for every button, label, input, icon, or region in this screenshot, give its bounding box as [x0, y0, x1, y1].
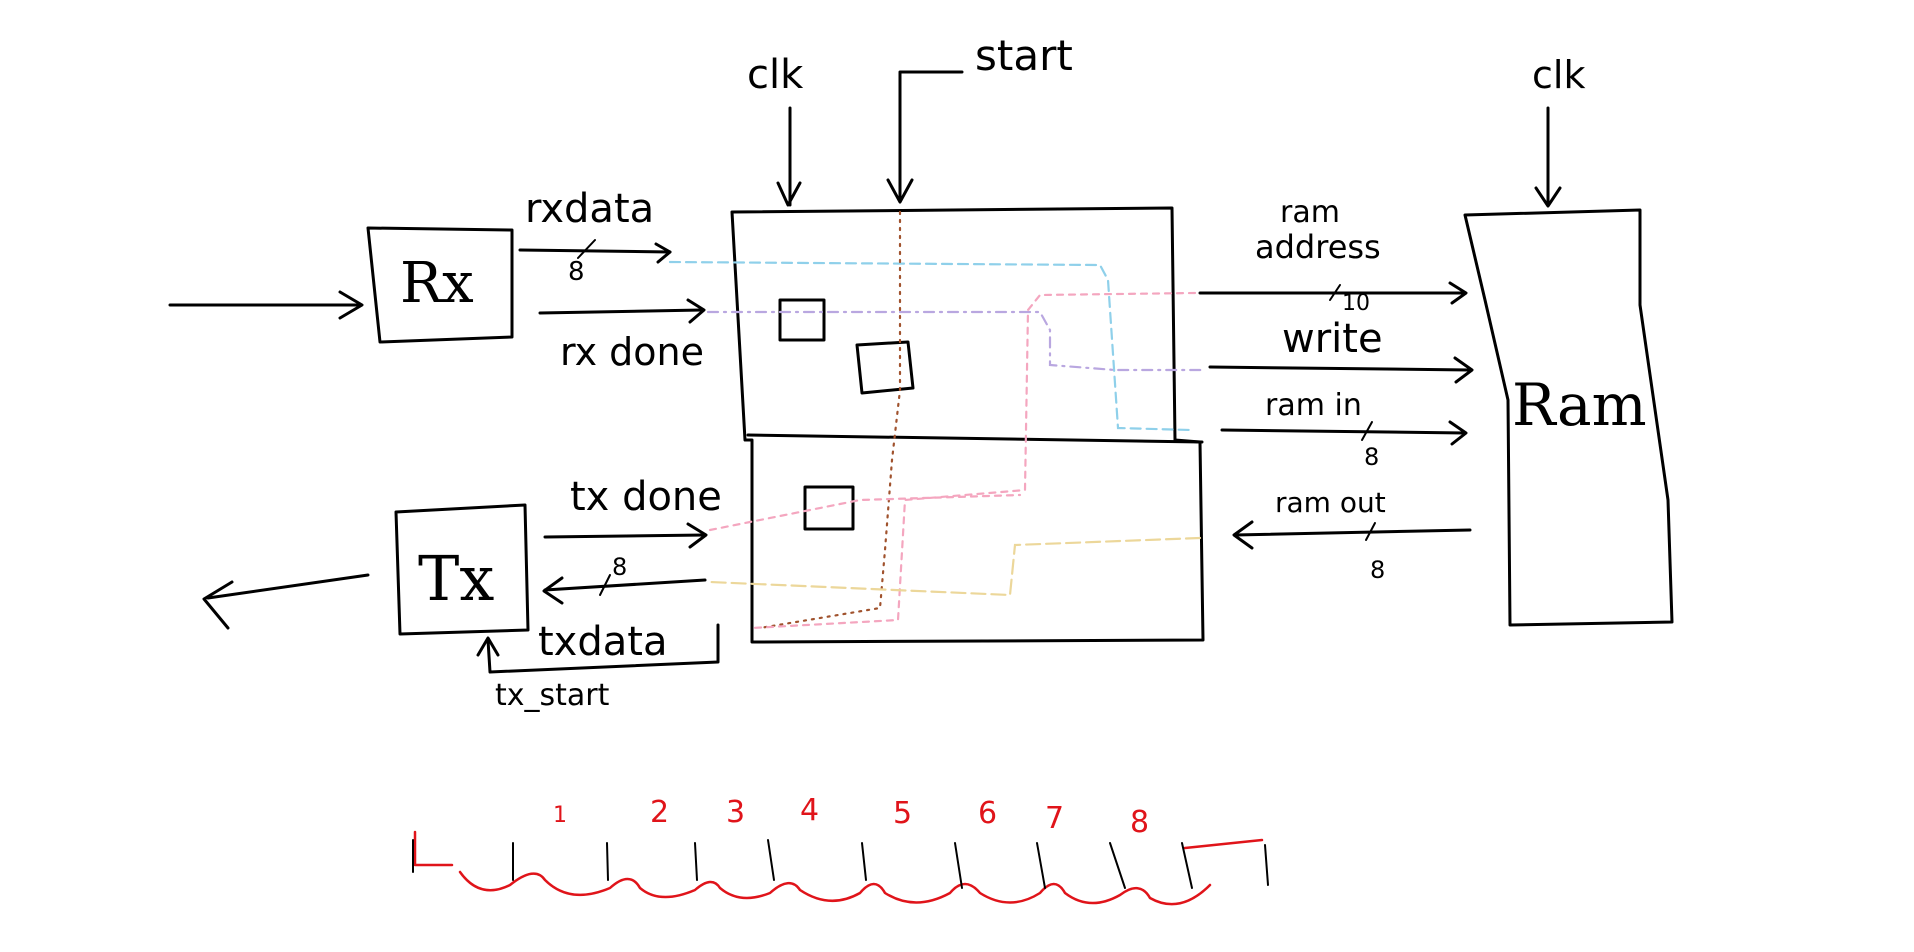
uart-timing-diagram: 1 2 3 4 5 6 7 8	[412, 793, 1269, 906]
timing-bit-number: 2	[650, 795, 669, 830]
ram-clk-label: clk	[1532, 53, 1585, 97]
ram-block-label: Ram	[1512, 371, 1647, 439]
timing-start-bit	[413, 830, 454, 867]
tx-start-label: tx_start	[495, 678, 610, 713]
write-signal: write	[1208, 316, 1474, 384]
ram-address-label-line1: ram	[1280, 195, 1340, 230]
start-input: start	[886, 31, 1073, 204]
ram-clk-input: clk	[1532, 53, 1585, 208]
tx-data-width: 8	[612, 553, 627, 581]
state-box	[803, 485, 855, 531]
timing-stop-bit	[1183, 838, 1264, 850]
tx-block: Tx	[394, 503, 530, 636]
tx-start-signal: tx_start	[476, 623, 720, 713]
timing-bit-number: 5	[893, 796, 912, 831]
ram-in-width: 8	[1364, 443, 1379, 471]
timing-bit-number: 8	[1130, 805, 1149, 840]
ram-out-trace	[708, 536, 1202, 597]
ram-out-label: ram out	[1275, 486, 1386, 519]
tx-done-trace	[708, 493, 1022, 532]
serial-output-arrow	[202, 573, 370, 630]
rx-data-trace	[668, 260, 1192, 432]
rx-data-width: 8	[568, 257, 585, 287]
start-label: start	[975, 31, 1073, 80]
rx-data-signal: rxdata 8	[518, 186, 672, 287]
ram-address-width: 10	[1342, 291, 1370, 316]
rx-block-label: Rx	[400, 251, 474, 316]
timing-bit-number: 3	[726, 795, 745, 830]
timing-bit-number: 4	[800, 793, 819, 828]
state-box	[778, 298, 826, 342]
ram-address-trace	[750, 291, 1197, 630]
ram-address-signal: ram address 10	[1198, 195, 1468, 316]
ram-block: Ram	[1463, 208, 1674, 627]
clk-input: clk	[747, 52, 804, 207]
tx-data-signal: 8 txdata	[538, 553, 707, 665]
state-box	[855, 340, 915, 395]
start-trace	[758, 210, 902, 630]
timing-bit-arcs	[458, 870, 1212, 906]
rx-done-trace	[706, 310, 1207, 372]
tx-done-signal: tx done	[543, 474, 722, 549]
tx-data-label: txdata	[538, 619, 667, 665]
timing-bit-ticks	[412, 839, 1269, 889]
timing-bit-number: 1	[553, 803, 567, 828]
ram-in-signal: ram in 8	[1220, 388, 1468, 471]
rx-done-label: rx done	[560, 330, 704, 374]
tx-done-label: tx done	[570, 474, 722, 520]
tx-block-label: Tx	[418, 542, 494, 615]
controller-block	[730, 206, 1205, 644]
ram-in-label: ram in	[1265, 388, 1362, 423]
rx-done-signal: rx done	[538, 298, 706, 374]
clk-label: clk	[747, 52, 804, 98]
rx-data-label: rxdata	[525, 186, 654, 232]
ram-out-width: 8	[1370, 556, 1385, 584]
serial-input-arrow	[168, 290, 364, 320]
ram-address-label-line2: address	[1255, 228, 1381, 266]
rx-block: Rx	[366, 226, 514, 344]
internal-traces	[668, 210, 1207, 630]
timing-bit-number: 6	[978, 796, 997, 831]
write-label: write	[1282, 316, 1383, 362]
ram-out-signal: ram out 8	[1232, 486, 1472, 584]
timing-bit-number: 7	[1045, 801, 1064, 836]
